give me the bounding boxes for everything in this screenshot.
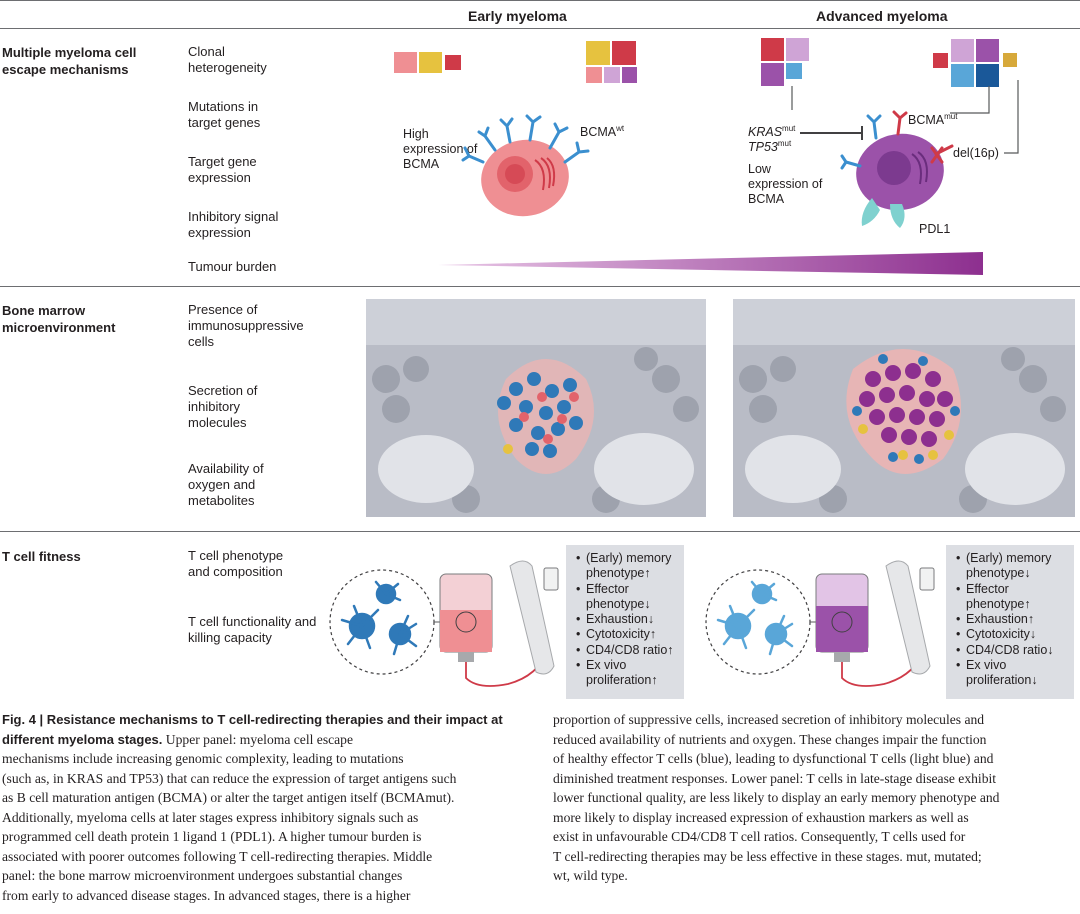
clone-square [976,64,999,87]
clone-square [761,38,784,61]
advanced-tcell-traits: (Early) memory phenotype↓ Effector pheno… [946,545,1074,699]
caption-line: panel: the bone marrow microenvironment … [2,868,403,883]
trait-item: Cytotoxicity↓ [956,627,1074,643]
caption-line: proportion of suppressive cells, increas… [553,712,985,727]
caption-right: proportion of suppressive cells, increas… [553,710,1078,886]
section-title-escape: Multiple myeloma cell escape mechanisms [2,45,137,77]
trait-item: (Early) memory phenotype↓ [956,551,1074,582]
trait-item: Effector phenotype↓ [576,582,684,613]
row-target-expr: Target gene expression [188,154,257,185]
early-myeloma-cell-icon [461,114,590,217]
caption-line: lower functional quality, are less likel… [553,790,1000,805]
trait-item: Cytotoxicity↑ [576,627,684,643]
clone-square [419,52,442,73]
clone-square [951,39,974,62]
label-del16p: del(16p) [953,146,999,160]
label-bcma-mut: BCMAmut [908,112,958,128]
label-kras: KRASmut [748,124,796,140]
caption-line: more likely to display increased express… [553,809,969,825]
trait-item: Exhaustion↓ [576,612,684,628]
clone-square [933,53,948,68]
clone-square [612,41,636,65]
header-rule [0,28,1080,29]
clone-square [786,63,802,79]
section-title-fitness: T cell fitness [2,549,81,564]
clone-square [951,64,974,87]
tumour-burden-wedge [438,252,983,275]
caption-line: (such as, in KRAS and TP53) that can red… [2,770,457,786]
marrow-advanced-illustration [733,299,1075,517]
label-high-expression: High expression of BCMA [403,127,478,171]
label-low-expression: Low expression of BCMA [748,162,823,206]
caption-line: programmed cell death protein 1 ligand 1… [2,829,422,844]
clone-square [586,41,610,65]
marrow-early-illustration [366,299,706,517]
row-tcell-phenotype: T cell phenotype and composition [188,548,284,579]
trait-item: Ex vivo proliferation↑ [576,658,684,689]
clone-square [1003,53,1017,67]
clone-square [586,67,602,83]
trait-item: Ex vivo proliferation↓ [956,658,1074,689]
row-inhibitory: Inhibitory signal expression [188,209,279,240]
caption-line: Fig. 4 | Resistance mechanisms to T cell… [2,712,503,747]
clone-square [445,55,461,70]
row-clonal: Clonal heterogeneity [188,44,267,75]
row-oxygen: Availability of oxygen and metabolites [188,461,264,508]
advanced-tcell-infusion-illustration [705,560,935,687]
caption-line: as B cell maturation antigen (BCMA) or a… [2,790,455,805]
clone-square [394,52,417,73]
caption-line: reduced availability of nutrients and ox… [553,731,987,747]
clone-square [761,63,784,86]
caption-line: exist in unfavourable CD4/CD8 T cell rat… [553,829,966,844]
advanced-myeloma-cell-icon [791,80,1019,228]
early-tcell-infusion-illustration [329,560,559,687]
clone-square [786,38,809,61]
caption-line: of healthy effector T cells (blue), lead… [553,751,994,766]
caption-line: wt, wild type. [553,868,628,883]
caption-line: mechanisms include increasing genomic co… [2,751,404,766]
early-tcell-traits: (Early) memory phenotype↑ Effector pheno… [566,545,684,699]
trait-item: (Early) memory phenotype↑ [576,551,684,582]
row-immunosuppressive: Presence of immunosuppressive cells [188,302,304,349]
label-bcma-wt: BCMAwt [580,124,625,140]
caption-line: T cell-redirecting therapies may be less… [553,848,982,864]
caption-line: from early to advanced disease stages. I… [2,887,411,903]
label-pdl1: PDL1 [919,222,951,236]
caption-line: diminished treatment responses. Lower pa… [553,770,997,786]
section-rule-1 [0,286,1080,287]
clone-square [622,67,637,83]
row-tumour-burden: Tumour burden [188,259,277,274]
trait-item: CD4/CD8 ratio↑ [576,643,684,659]
header-advanced: Advanced myeloma [816,8,948,24]
trait-item: CD4/CD8 ratio↓ [956,643,1074,659]
top-rule [0,0,1080,1]
section-rule-2 [0,531,1080,532]
caption-left: Fig. 4 | Resistance mechanisms to T cell… [2,710,522,905]
header-early: Early myeloma [468,8,567,24]
row-mutations: Mutations in target genes [188,99,261,130]
row-tcell-function: T cell functionality and killing capacit… [188,614,317,645]
caption-line: associated with poorer outcomes followin… [2,848,433,864]
trait-item: Exhaustion↑ [956,612,1074,628]
section-title-marrow: Bone marrow microenvironment [2,303,116,335]
row-secretion: Secretion of inhibitory molecules [188,383,258,430]
label-tp53: TP53mut [748,139,792,155]
caption-line: Additionally, myeloma cells at later sta… [2,809,419,825]
clone-square [604,67,620,83]
trait-item: Effector phenotype↑ [956,582,1074,613]
clone-square [976,39,999,62]
